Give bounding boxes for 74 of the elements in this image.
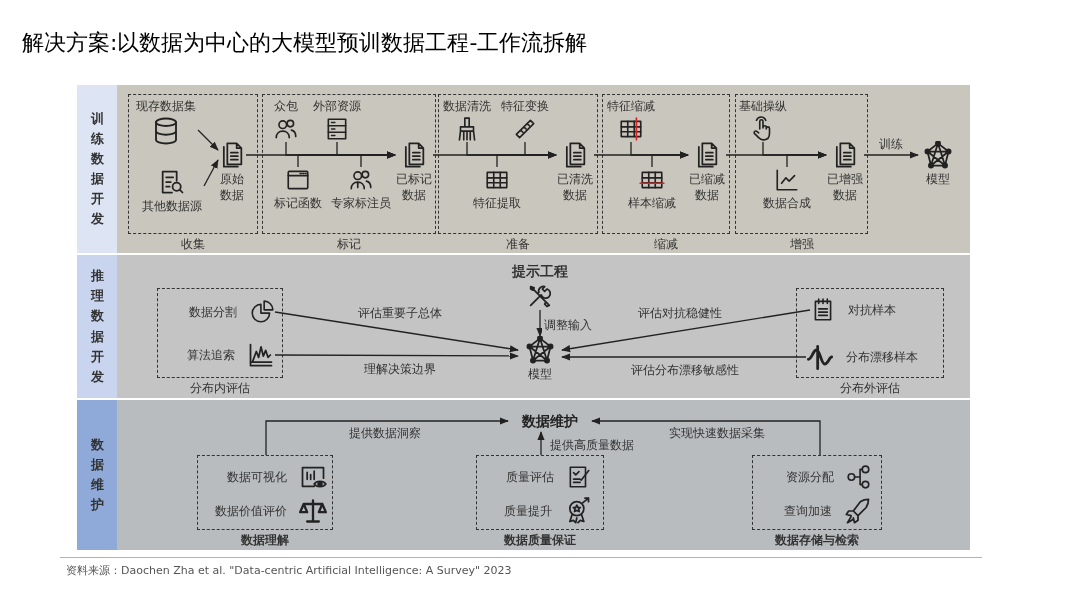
node-label: 模型 bbox=[926, 171, 950, 187]
arrow bbox=[863, 151, 919, 159]
node-label: 已清洗数据 bbox=[556, 171, 594, 203]
node-label: 资源分配 bbox=[786, 469, 834, 485]
node-label: 质量提升 bbox=[504, 503, 552, 519]
arrow bbox=[265, 417, 509, 456]
edge-label: 训练 bbox=[877, 136, 905, 152]
arrow bbox=[561, 309, 811, 353]
node-label: 查询加速 bbox=[784, 503, 832, 519]
group-caption: 准备 bbox=[506, 236, 530, 252]
node-label: 数据清洗 bbox=[443, 98, 491, 114]
node-label: 提示工程 bbox=[512, 262, 568, 280]
edge-label: 评估对抗稳健性 bbox=[636, 305, 724, 321]
arrow bbox=[561, 353, 807, 361]
node-label: 现存数据集 bbox=[136, 98, 196, 114]
group-caption: 数据存储与检索 bbox=[775, 532, 859, 548]
node-label: 分布漂移样本 bbox=[846, 349, 918, 365]
arrow bbox=[274, 311, 519, 353]
node-label: 特征变换 bbox=[501, 98, 549, 114]
arrow bbox=[591, 417, 821, 456]
group-caption: 数据质量保证 bbox=[504, 532, 576, 548]
node-label: 质量评估 bbox=[506, 469, 554, 485]
arrow bbox=[197, 129, 219, 151]
edge-label: 实现快速数据采集 bbox=[667, 425, 767, 441]
heading-label: 数据维护 bbox=[522, 411, 578, 431]
node-label: 数据价值评价 bbox=[215, 503, 287, 519]
arrow bbox=[536, 309, 544, 337]
arrow bbox=[203, 159, 219, 187]
node-label: 样本缩减 bbox=[628, 195, 676, 211]
lane-label: 数据维护 bbox=[77, 400, 117, 550]
lane-label: 训练数据开发 bbox=[77, 85, 117, 253]
node-label: 专家标注员 bbox=[331, 195, 391, 211]
edge-label: 提供高质量数据 bbox=[548, 437, 636, 453]
swimlane-band bbox=[77, 400, 970, 550]
node-label: 模型 bbox=[528, 366, 552, 382]
swimlane-band bbox=[77, 255, 970, 398]
edge-label: 评估重要子总体 bbox=[356, 305, 444, 321]
node-label: 已增强数据 bbox=[826, 171, 864, 203]
arrow bbox=[360, 151, 396, 168]
node-label: 已缩减数据 bbox=[688, 171, 726, 203]
node-label: 外部资源 bbox=[313, 98, 361, 114]
node-label: 标记函数 bbox=[274, 195, 322, 211]
node-label: 特征提取 bbox=[473, 195, 521, 211]
arrow bbox=[786, 151, 827, 168]
source-note: 资料来源：Daochen Zha et al. "Data-centric Artificial Intelligence: A Survey" 2023 bbox=[66, 563, 512, 579]
arrow bbox=[274, 352, 519, 360]
node-label: 数据可视化 bbox=[227, 469, 287, 485]
swimlane-band bbox=[77, 85, 970, 253]
node-label: 已标记数据 bbox=[395, 171, 433, 203]
node-label: 其他数据源 bbox=[142, 198, 202, 214]
edge-label: 调整输入 bbox=[542, 317, 594, 333]
node-label: 算法追索 bbox=[187, 347, 235, 363]
arrow bbox=[537, 431, 545, 456]
group-caption: 分布外评估 bbox=[840, 380, 900, 396]
edge-label: 评估分布漂移敏感性 bbox=[629, 362, 741, 378]
group-caption: 标记 bbox=[337, 236, 361, 252]
group-caption: 数据理解 bbox=[241, 532, 289, 548]
node-label: 众包 bbox=[274, 98, 298, 114]
group-caption: 收集 bbox=[181, 236, 205, 252]
group-caption: 缩减 bbox=[654, 236, 678, 252]
node-label: 特征缩减 bbox=[607, 98, 655, 114]
lane-label: 推理数据开发 bbox=[77, 255, 117, 398]
edge-label: 理解决策边界 bbox=[362, 361, 438, 377]
edge-label: 提供数据洞察 bbox=[347, 425, 423, 441]
node-label: 基础操纵 bbox=[739, 98, 787, 114]
node-label: 数据分割 bbox=[189, 304, 237, 320]
arrow bbox=[496, 151, 557, 168]
node-label: 数据合成 bbox=[763, 195, 811, 211]
arrow bbox=[651, 151, 689, 168]
node-label: 原始数据 bbox=[219, 171, 245, 203]
group-caption: 分布内评估 bbox=[190, 380, 250, 396]
node-label: 对抗样本 bbox=[848, 302, 896, 318]
group-caption: 增强 bbox=[789, 236, 814, 252]
page-title: 解决方案:以数据为中心的大模型预训数据工程-工作流拆解 bbox=[22, 29, 588, 57]
